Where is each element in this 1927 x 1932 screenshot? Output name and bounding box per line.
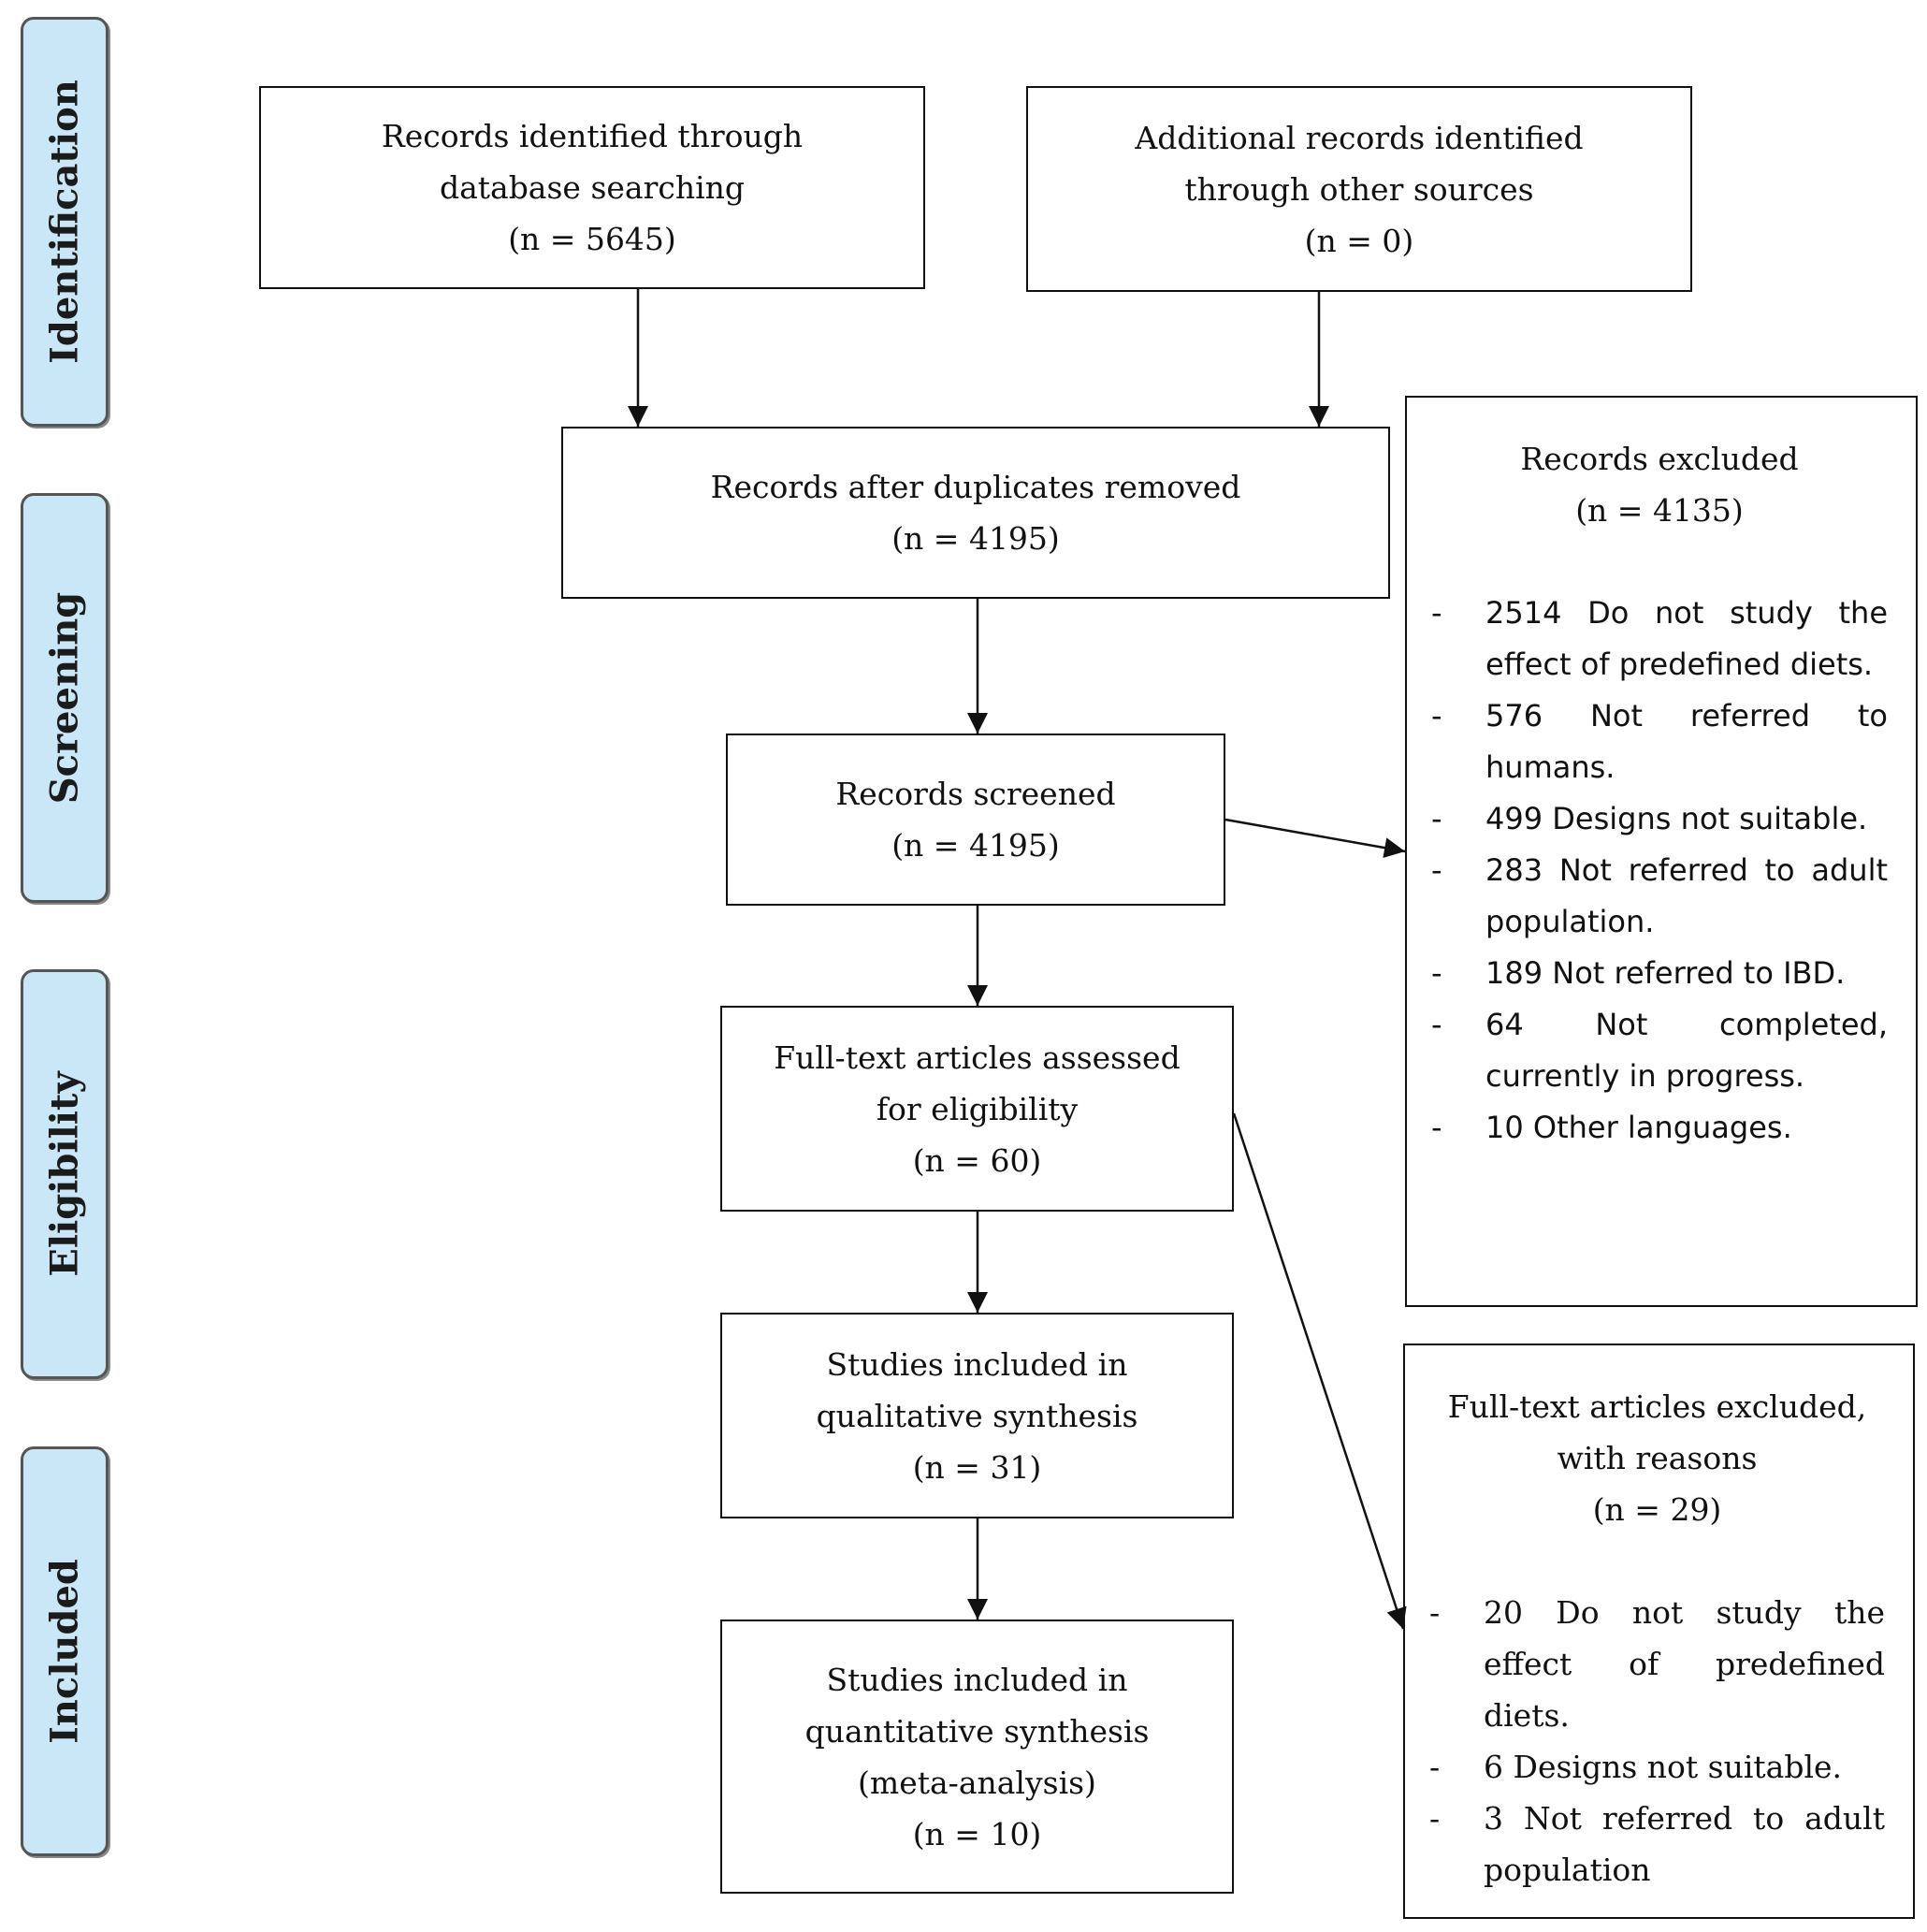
exclusion-reason: 189 Not referred to IBD.: [1431, 948, 1888, 999]
fulltext-excluded-title: Full-text articles excluded,: [1447, 1388, 1867, 1425]
box-count: (n = 10): [912, 1815, 1042, 1852]
phase-eligibility: Eligibility: [21, 969, 109, 1379]
box-line: Records identified through: [381, 118, 804, 154]
phase-screening: Screening: [21, 493, 109, 903]
records-screened-box: Records screened (n = 4195): [726, 734, 1225, 906]
qualitative-synthesis-box: Studies included in qualitative synthesi…: [720, 1313, 1234, 1518]
box-count: (n = 0): [1304, 222, 1414, 259]
box-line: Records after duplicates removed: [710, 469, 1241, 505]
box-count: (n = 60): [912, 1141, 1042, 1179]
fulltext-excluded-count: (n = 29): [1592, 1491, 1722, 1528]
exclusion-reason: 499 Designs not suitable.: [1431, 793, 1888, 845]
exclusion-reason: 3 Not referred to adult population: [1429, 1793, 1885, 1896]
fulltext-excluded-subtitle: with reasons: [1557, 1440, 1758, 1476]
full-text-assessed-box: Full-text articles assessed for eligibil…: [720, 1006, 1234, 1212]
quantitative-synthesis-box: Studies included in quantitative synthes…: [720, 1620, 1234, 1894]
records-excluded-box: Records excluded (n = 4135) 2514 Do not …: [1405, 396, 1918, 1307]
box-count: (n = 4195): [891, 520, 1060, 557]
fulltext-excluded-box: Full-text articles excluded, with reason…: [1403, 1344, 1915, 1919]
box-line: quantitative synthesis: [804, 1712, 1150, 1750]
box-line: Studies included in: [826, 1345, 1128, 1383]
box-line: Additional records identified: [1135, 119, 1584, 156]
records-excluded-count: (n = 4135): [1575, 492, 1744, 529]
fulltext-excluded-list: 20 Do not study the effect of predefined…: [1429, 1587, 1885, 1896]
box-count: (n = 5645): [508, 221, 676, 257]
duplicates-removed-box: Records after duplicates removed (n = 41…: [561, 427, 1390, 599]
arrow-fulltext-to-excluded: [1232, 1112, 1407, 1630]
exclusion-reason: 64 Not completed, currently in progress.: [1431, 999, 1888, 1102]
records-excluded-list: 2514 Do not study the effect of predefin…: [1431, 588, 1888, 1154]
database-search-box: Records identified through database sear…: [259, 86, 925, 289]
box-line: Full-text articles assessed: [774, 1039, 1181, 1076]
phase-included: Included: [21, 1446, 109, 1856]
exclusion-reason: 576 Not referred to humans.: [1431, 690, 1888, 793]
records-excluded-title: Records excluded: [1520, 441, 1799, 477]
box-line: Studies included in: [826, 1661, 1128, 1698]
other-sources-box: Additional records identified through ot…: [1026, 86, 1692, 292]
exclusion-reason: 20 Do not study the effect of predefined…: [1429, 1587, 1885, 1741]
box-line: database searching: [439, 169, 746, 206]
phase-identification: Identification: [21, 17, 109, 427]
box-line: (meta-analysis): [858, 1764, 1096, 1801]
exclusion-reason: 283 Not referred to adult population.: [1431, 845, 1888, 948]
box-count: (n = 31): [912, 1448, 1042, 1486]
box-count: (n = 4195): [891, 827, 1060, 864]
exclusion-reason: 6 Designs not suitable.: [1429, 1741, 1885, 1793]
box-line: Records screened: [835, 776, 1116, 812]
box-line: qualitative synthesis: [816, 1397, 1138, 1434]
box-line: through other sources: [1184, 170, 1534, 208]
exclusion-reason: 10 Other languages.: [1431, 1102, 1888, 1154]
arrow-screened-to-excluded: [1224, 818, 1406, 858]
box-line: for eligibility: [876, 1090, 1079, 1127]
exclusion-reason: 2514 Do not study the effect of predefin…: [1431, 588, 1888, 690]
